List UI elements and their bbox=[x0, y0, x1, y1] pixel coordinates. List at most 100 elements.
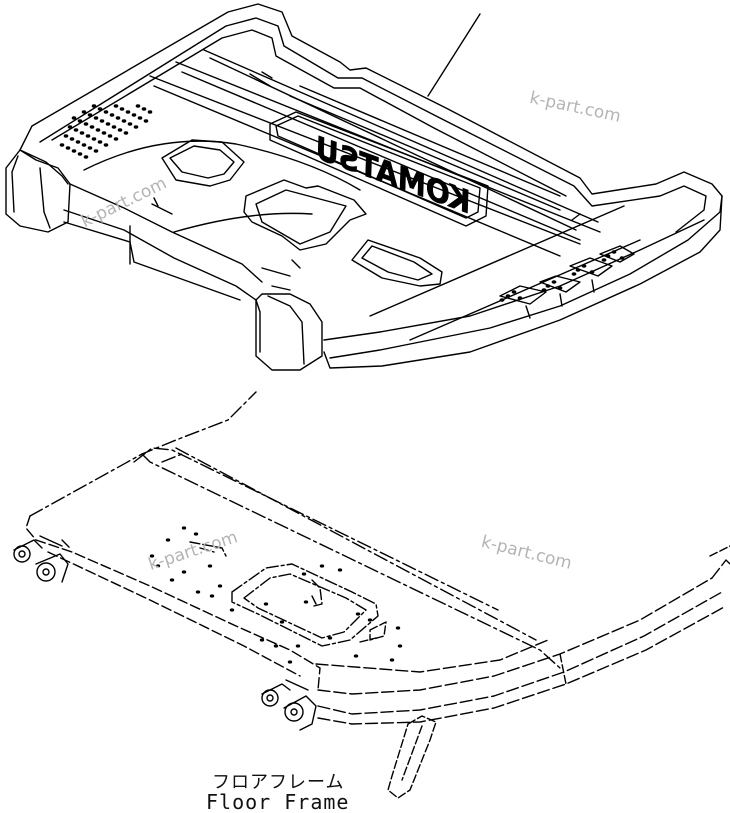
mat-hole bbox=[133, 125, 139, 129]
frame-hole bbox=[319, 564, 325, 568]
mat-hole bbox=[83, 122, 89, 126]
mat-hole bbox=[127, 122, 133, 126]
mat-hole bbox=[97, 140, 103, 144]
mat-bolt-hole bbox=[581, 264, 587, 268]
mat-right-bolt-holes bbox=[499, 250, 625, 302]
mat-hole bbox=[87, 146, 93, 150]
mat-hole bbox=[81, 110, 87, 114]
mat-hole bbox=[71, 149, 77, 153]
mat-hole bbox=[141, 107, 147, 111]
frame-hole bbox=[181, 570, 187, 574]
frame-hole bbox=[193, 532, 199, 536]
mat-bolt-hole bbox=[611, 250, 617, 254]
frame-hole bbox=[273, 644, 279, 648]
mat-hole bbox=[111, 125, 117, 129]
mat-bolt-hole bbox=[557, 286, 563, 290]
frame-hole bbox=[165, 538, 171, 542]
frame-hole bbox=[207, 564, 213, 568]
front-hinge-bracket bbox=[261, 679, 317, 731]
mat-bolt-hole bbox=[499, 298, 505, 302]
mat-hole bbox=[69, 137, 75, 141]
mat-hole bbox=[143, 119, 149, 123]
frame-hole bbox=[355, 612, 361, 616]
frame-hole bbox=[259, 638, 265, 642]
leader-line bbox=[427, 13, 481, 97]
mat-hole bbox=[147, 110, 153, 114]
mat-hole bbox=[93, 149, 99, 153]
mat-hole bbox=[75, 140, 81, 144]
mat-hole bbox=[115, 116, 121, 120]
mat-hole bbox=[73, 128, 79, 132]
mat-hole bbox=[95, 128, 101, 132]
mat-hole bbox=[65, 146, 71, 150]
frame-hole bbox=[169, 578, 175, 582]
mat-bolt-hole bbox=[505, 294, 511, 298]
mat-bolt-hole bbox=[541, 288, 547, 292]
mat-hole bbox=[87, 113, 93, 117]
mat-hole bbox=[63, 134, 69, 138]
mat-hole bbox=[85, 134, 91, 138]
mat-hole bbox=[101, 131, 107, 135]
mat-hole bbox=[125, 110, 131, 114]
mat-bolt-hole bbox=[601, 258, 607, 262]
mat-hole bbox=[89, 125, 95, 129]
frame-hole bbox=[229, 608, 235, 612]
mat-hole bbox=[77, 119, 83, 123]
mat-hole bbox=[71, 116, 77, 120]
left-hinge-bracket bbox=[13, 535, 69, 583]
frame-hole bbox=[353, 654, 359, 658]
mat-hole bbox=[131, 113, 137, 117]
frame-hole bbox=[367, 618, 373, 622]
mat-hole bbox=[99, 119, 105, 123]
frame-hole bbox=[195, 590, 201, 594]
mat-bolt-hole bbox=[605, 254, 611, 258]
frame-hole bbox=[295, 644, 301, 648]
mat-bolt-hole bbox=[571, 272, 577, 276]
mat-hole bbox=[105, 122, 111, 126]
mat-hole bbox=[107, 134, 113, 138]
frame-hole bbox=[397, 644, 403, 648]
mat-hole bbox=[121, 119, 127, 123]
mat-hole bbox=[97, 107, 103, 111]
mat-hole bbox=[77, 152, 83, 156]
mat-hole bbox=[109, 113, 115, 117]
frame-bolt-holes bbox=[149, 526, 403, 664]
mat-hole bbox=[135, 104, 141, 108]
mat-hole bbox=[81, 143, 87, 147]
mat-hole bbox=[79, 131, 85, 135]
mat-bolt-hole bbox=[545, 284, 551, 288]
mat-hole bbox=[59, 143, 65, 147]
frame-hole bbox=[389, 658, 395, 662]
mat-hole bbox=[117, 128, 123, 132]
mat-bolt-hole bbox=[517, 296, 523, 300]
mat-hole bbox=[67, 125, 73, 129]
mat-bolt-hole bbox=[511, 290, 517, 294]
mat-hole bbox=[103, 110, 109, 114]
floor-mat bbox=[5, 3, 723, 371]
floor-frame bbox=[25, 391, 730, 799]
caption-japanese: フロアフレーム bbox=[212, 772, 345, 793]
mat-hole bbox=[119, 107, 125, 111]
mat-hole bbox=[137, 116, 143, 120]
mat-hole bbox=[113, 137, 119, 141]
frame-hole bbox=[217, 584, 223, 588]
caption-english: Floor Frame bbox=[206, 790, 350, 813]
frame-hole bbox=[327, 636, 333, 640]
mat-hole bbox=[91, 137, 97, 141]
mat-hole bbox=[93, 116, 99, 120]
mat-bolt-hole bbox=[619, 256, 625, 260]
mat-hole bbox=[123, 131, 129, 135]
frame-hole bbox=[149, 554, 155, 558]
frame-hole bbox=[181, 526, 187, 530]
mat-hole bbox=[103, 143, 109, 147]
mat-hole bbox=[91, 104, 97, 108]
frame-hole bbox=[395, 626, 401, 630]
frame-hole bbox=[303, 600, 309, 604]
mat-bolt-hole bbox=[551, 280, 557, 284]
frame-hole bbox=[279, 620, 285, 624]
frame-hole bbox=[155, 564, 161, 568]
mat-hole-grid bbox=[59, 104, 153, 159]
mat-hole bbox=[113, 104, 119, 108]
